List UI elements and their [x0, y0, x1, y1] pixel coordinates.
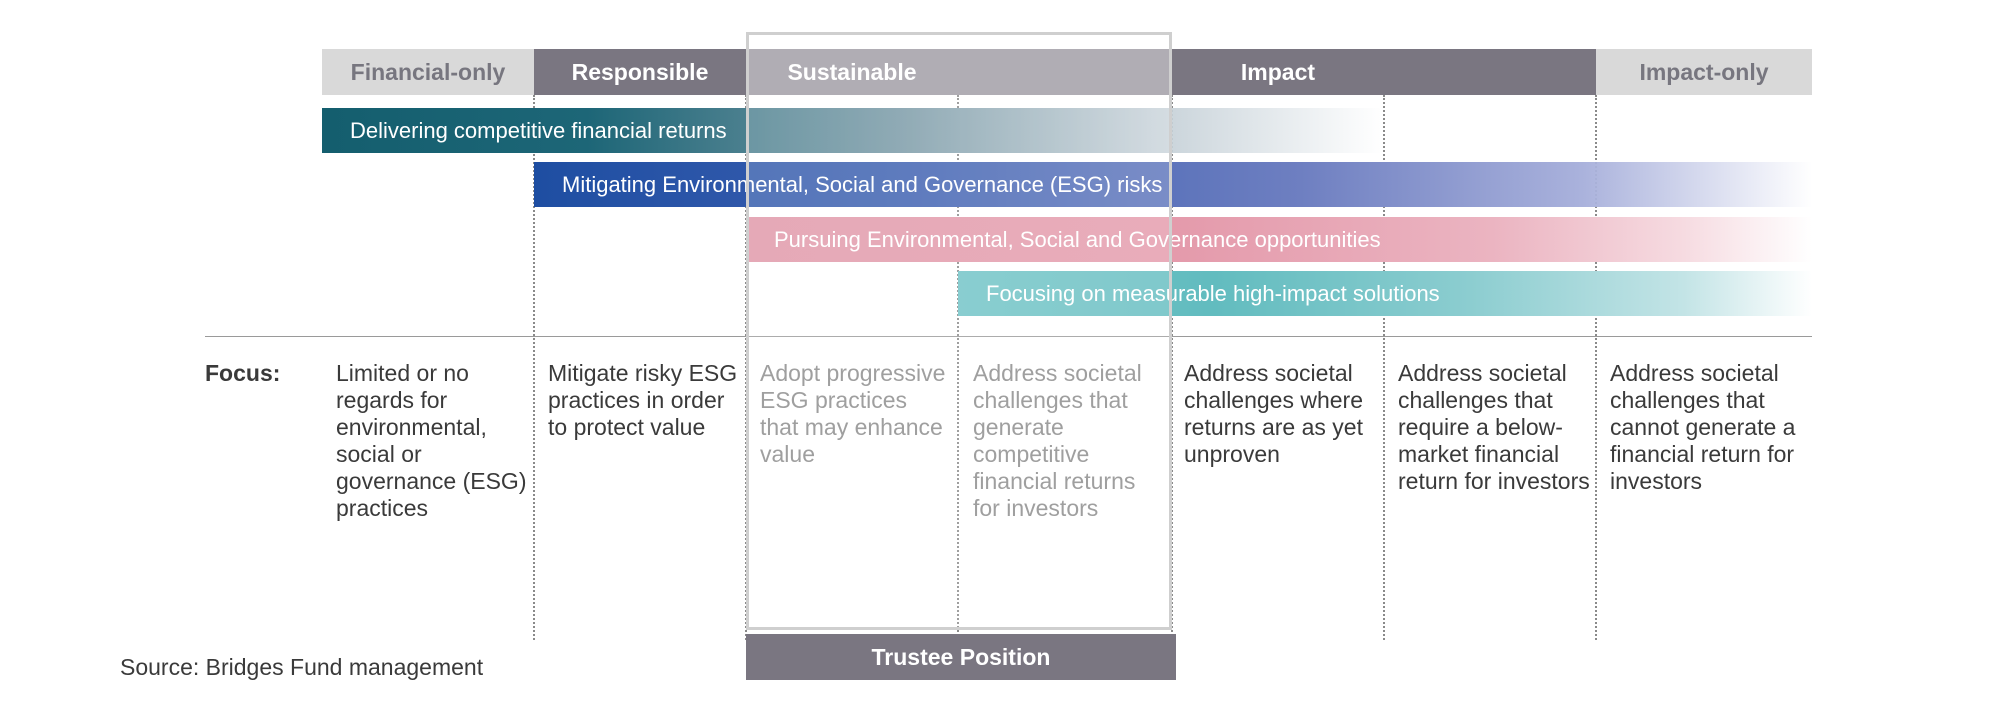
- header-impact-2: [1384, 49, 1596, 95]
- bar-esg-opportunities-label: Pursuing Environmental, Social and Gover…: [774, 226, 1381, 252]
- bar-competitive-returns-label: Delivering competitive financial returns: [350, 117, 727, 143]
- bar-mitigating-esg-risks-label: Mitigating Environmental, Social and Gov…: [562, 171, 1163, 197]
- header-sustainable: Sustainable: [746, 49, 958, 95]
- header-impact: Impact: [1172, 49, 1384, 95]
- header-responsible: Responsible: [534, 49, 746, 95]
- header-impact-only: Impact-only: [1596, 49, 1812, 95]
- focus-impact: Address societal challenges where return…: [1184, 360, 1364, 467]
- bar-esg-opportunities: Pursuing Environmental, Social and Gover…: [746, 217, 1812, 262]
- source-note: Source: Bridges Fund management: [120, 654, 484, 680]
- focus-financial-only: Limited or no regards for environmental,…: [336, 360, 527, 521]
- column-separator: [1383, 95, 1385, 640]
- header-financial-only: Financial-only: [322, 49, 534, 95]
- bar-mitigating-esg-risks: Mitigating Environmental, Social and Gov…: [534, 162, 1812, 207]
- column-separator: [533, 95, 535, 640]
- focus-sustainable-2: Address societal challenges that generat…: [973, 360, 1142, 521]
- focus-impact-2: Address societal challenges that require…: [1398, 360, 1590, 494]
- focus-impact-only: Address societal challenges that cannot …: [1610, 360, 1796, 494]
- focus-divider: [205, 336, 1812, 337]
- column-separator: [1595, 95, 1597, 640]
- bar-competitive-returns: Delivering competitive financial returns: [322, 108, 1382, 153]
- trustee-position-frame: [746, 32, 1172, 630]
- focus-label: Focus:: [205, 360, 281, 386]
- bar-high-impact-solutions-label: Focusing on measurable high-impact solut…: [986, 280, 1440, 306]
- focus-responsible: Mitigate risky ESG practices in order to…: [548, 360, 738, 440]
- column-separator: [1171, 95, 1173, 640]
- bar-high-impact-solutions: Focusing on measurable high-impact solut…: [958, 271, 1812, 316]
- trustee-position-label: Trustee Position: [746, 634, 1176, 680]
- header-sustainable-2: [958, 49, 1172, 95]
- column-separator: [957, 95, 959, 640]
- focus-sustainable: Adopt progressive ESG practices that may…: [760, 360, 946, 467]
